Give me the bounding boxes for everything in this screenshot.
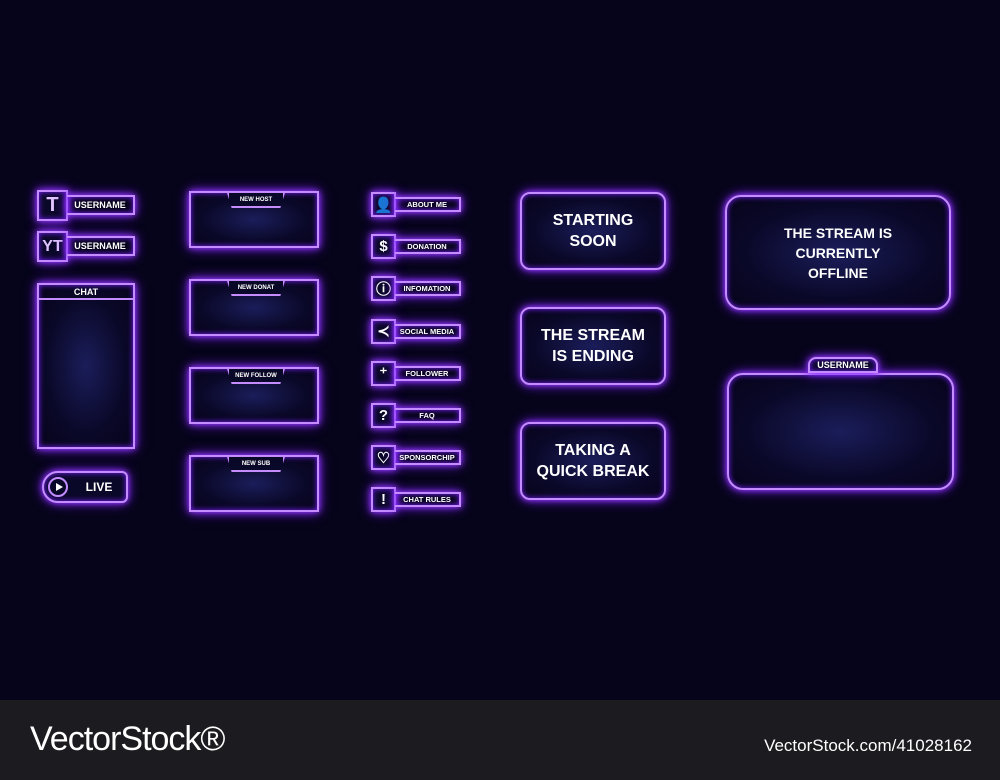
alert-frame-follow: NEW FOLLOW <box>189 367 319 424</box>
image-id: VectorStock.com/41028162 <box>764 736 972 755</box>
scene-quick-break: TAKING A QUICK BREAK <box>520 422 666 500</box>
chat-title: CHAT <box>39 285 133 300</box>
scene-starting-soon: STARTING SOON <box>520 192 666 270</box>
panel-label: INFOMATION <box>395 281 461 297</box>
panel-label: DONATION <box>395 239 461 255</box>
panel-label: CHAT RULES <box>395 492 461 508</box>
alert-label: NEW SUB <box>227 457 285 472</box>
brand-logo: VectorStock® <box>30 720 225 758</box>
dollar-icon: $ <box>371 234 396 260</box>
alert-label: NEW DONAT <box>227 281 285 296</box>
twitch-icon: T <box>37 190 68 221</box>
panel-label: ABOUT ME <box>395 197 461 212</box>
offline-screen: THE STREAM IS CURRENTLY OFFLINE <box>725 195 951 310</box>
share-icon: ≺ <box>371 318 396 344</box>
panel-label: SOCIAL MEDIA <box>395 323 461 339</box>
user-plus-icon: ⁺ <box>371 360 396 386</box>
panel-label: SPONSORCHIP <box>395 450 461 466</box>
user-icon: 👤 <box>371 192 396 217</box>
chat-panel: CHAT <box>37 283 135 449</box>
alert-frame-donation: NEW DONAT <box>189 279 319 336</box>
panel-label: FAQ <box>395 408 461 423</box>
play-icon <box>48 477 68 497</box>
scene-text: STARTING SOON <box>552 212 634 250</box>
username-label: USERNAME <box>67 236 135 256</box>
info-icon: ⓘ <box>371 276 396 302</box>
alert-frame-sub: NEW SUB <box>189 455 319 512</box>
scene-text: TAKING A QUICK BREAK <box>536 442 650 480</box>
alert-frame-host: NEW HOST <box>189 191 319 248</box>
offline-text: THE STREAM IS CURRENTLY OFFLINE <box>783 224 893 281</box>
webcam-frame <box>727 373 954 490</box>
panel-label: FOLLOWER <box>395 365 461 381</box>
scene-stream-ending: THE STREAM IS ENDING <box>520 307 666 385</box>
live-label: LIVE <box>85 480 113 494</box>
scene-text: THE STREAM IS ENDING <box>541 327 645 365</box>
youtube-icon: YT <box>37 231 68 262</box>
alert-label: NEW FOLLOW <box>227 369 285 384</box>
live-button[interactable]: LIVE <box>42 471 128 503</box>
heart-dollar-icon: ♡ <box>371 445 396 471</box>
alert-label: NEW HOST <box>227 193 285 208</box>
question-icon: ? <box>371 403 396 428</box>
username-label: USERNAME <box>67 195 135 215</box>
webcam-username: USERNAME <box>808 357 878 373</box>
exclamation-icon: ! <box>371 487 396 513</box>
footer: VectorStock® VectorStock.com/41028162 <box>0 700 1000 780</box>
